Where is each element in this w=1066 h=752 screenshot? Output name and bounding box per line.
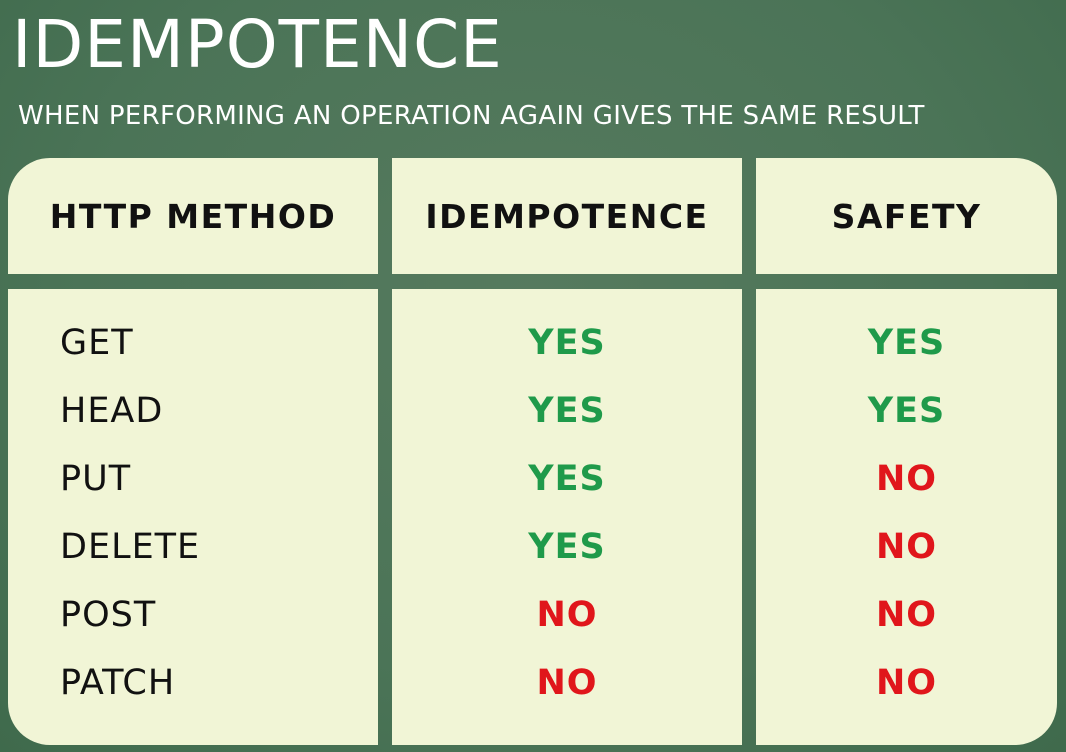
method-cell: PUT bbox=[60, 459, 132, 499]
page-subtitle: WHEN PERFORMING AN OPERATION AGAIN GIVES… bbox=[18, 101, 925, 131]
safety-column: YES YES NO NO NO NO bbox=[756, 289, 1057, 745]
method-column: GET HEAD PUT DELETE POST PATCH bbox=[8, 289, 378, 745]
method-cell: DELETE bbox=[60, 527, 201, 567]
safety-cell: YES bbox=[867, 391, 946, 431]
header-idempotence: IDEMPOTENCE bbox=[392, 158, 742, 274]
method-cell: PATCH bbox=[60, 663, 176, 703]
idempotence-cell: YES bbox=[528, 527, 606, 567]
safety-cell: NO bbox=[875, 459, 938, 499]
safety-cell: NO bbox=[875, 595, 938, 635]
idempotence-column: YES YES YES YES NO NO bbox=[392, 289, 742, 745]
method-cell: GET bbox=[60, 323, 134, 363]
header-http-method: HTTP METHOD bbox=[8, 158, 378, 274]
idempotence-cell: YES bbox=[528, 459, 606, 499]
header-safety: SAFETY bbox=[756, 158, 1057, 274]
idempotence-cell: YES bbox=[528, 391, 606, 431]
page-title: IDEMPOTENCE bbox=[12, 6, 503, 83]
idempotence-cell: YES bbox=[528, 323, 606, 363]
method-cell: HEAD bbox=[60, 391, 164, 431]
safety-cell: NO bbox=[875, 663, 938, 703]
safety-cell: YES bbox=[867, 323, 946, 363]
method-cell: POST bbox=[60, 595, 157, 635]
safety-cell: NO bbox=[875, 527, 938, 567]
idempotence-cell: NO bbox=[536, 595, 598, 635]
idempotence-cell: NO bbox=[536, 663, 598, 703]
